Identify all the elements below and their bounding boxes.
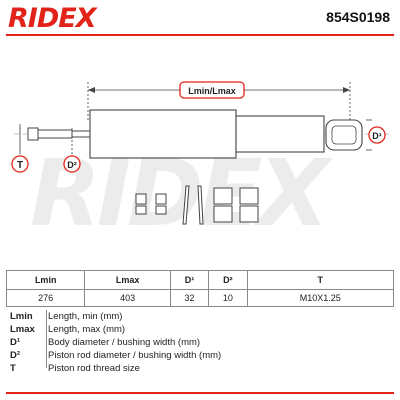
nut-1	[135, 193, 147, 205]
shock-body	[235, 115, 325, 153]
shock-absorber-diagram: Lmin/Lmax T D² D¹	[11, 81, 392, 225]
legend-item: Lmin Length, min (mm)	[10, 310, 390, 323]
t-label: T	[17, 160, 23, 171]
header-divider	[6, 34, 394, 36]
value-t: M10X1.25	[246, 289, 395, 307]
part-number: 854S0198	[326, 9, 390, 25]
nut-1-base	[135, 205, 147, 215]
nut-2	[155, 193, 167, 205]
legend-divider	[46, 310, 47, 368]
legend-key: Lmax	[10, 324, 35, 335]
header-d1: D¹	[169, 270, 210, 290]
bushing-1-bottom	[213, 205, 233, 223]
legend-key: D²	[10, 350, 21, 361]
value-d1: 32	[169, 289, 210, 307]
header-d2: D²	[208, 270, 248, 290]
legend-desc: Piston rod diameter / bushing width (mm)	[48, 350, 222, 361]
legend-key: T	[10, 363, 16, 374]
legend-key: D¹	[10, 337, 21, 348]
table-row: 276 403 32 10 M10X1.25	[5, 289, 395, 307]
d2-label: D²	[67, 160, 77, 170]
header-t: T	[246, 270, 395, 290]
legend-desc: Length, min (mm)	[48, 311, 123, 322]
bushing-2-bottom	[239, 205, 259, 223]
legend-desc: Length, max (mm)	[48, 324, 126, 335]
dimension-arrow-left	[88, 87, 95, 93]
legend: Lmin Length, min (mm) Lmax Length, max (mm…	[10, 310, 390, 375]
rod-end	[37, 129, 73, 139]
dimension-label: Lmin/Lmax	[188, 86, 236, 96]
footer-divider	[6, 392, 394, 394]
ridex-logo: RIDEX	[8, 3, 97, 34]
d1-label-circle	[368, 126, 386, 144]
header-lmin: Lmin	[5, 270, 86, 290]
eye-bushing-inner	[331, 125, 357, 145]
legend-item: D² Piston rod diameter / bushing width (m…	[10, 349, 390, 362]
bushing-2-top	[239, 187, 259, 205]
legend-desc: Body diameter / bushing width (mm)	[48, 337, 201, 348]
bushing-1-top	[213, 187, 233, 205]
d2-label-circle	[63, 155, 81, 173]
spec-table: Lmin Lmax D¹ D² T 276 403 32 10 M10X1.25	[5, 270, 395, 307]
legend-item: Lmax Length, max (mm)	[10, 323, 390, 336]
legend-desc: Piston rod thread size	[48, 363, 140, 374]
rod-thread	[27, 127, 39, 141]
d1-label: D¹	[372, 131, 382, 141]
dimension-arrow-right	[343, 87, 350, 93]
piston-rod	[71, 130, 91, 138]
dust-cover	[89, 109, 237, 159]
legend-item: D¹ Body diameter / bushing width (mm)	[10, 336, 390, 349]
legend-key: Lmin	[10, 311, 33, 322]
value-lmax: 403	[84, 289, 171, 307]
spec-table-header-row: Lmin Lmax D¹ D² T	[5, 270, 395, 290]
value-lmin: 276	[5, 289, 86, 307]
header: RIDEX 854S0198	[0, 0, 400, 34]
washer-2	[197, 185, 204, 225]
t-label-circle	[11, 155, 29, 173]
value-d2: 10	[208, 289, 248, 307]
logo-text: RIDEX	[8, 3, 97, 34]
header-lmax: Lmax	[84, 270, 171, 290]
legend-item: T Piston rod thread size	[10, 362, 390, 375]
nut-2-base	[155, 205, 167, 215]
dimension-label-box	[179, 81, 245, 99]
washer-1	[182, 185, 190, 225]
